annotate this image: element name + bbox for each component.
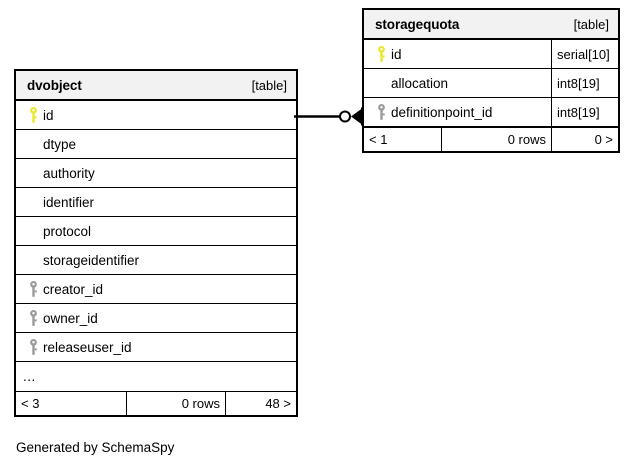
column-type: int8[19] <box>551 98 618 126</box>
table-row[interactable]: protocol <box>16 217 296 246</box>
footer-children-count[interactable]: 0 > <box>551 128 618 151</box>
table-row[interactable]: identifier <box>16 188 296 217</box>
column-label: definitionpoint_id <box>391 104 493 120</box>
diagram-caption: Generated by SchemaSpy <box>16 440 175 455</box>
column-label: owner_id <box>43 310 98 326</box>
key-icon-foreign <box>24 310 43 326</box>
column-label: creator_id <box>43 281 104 297</box>
table-row[interactable]: id serial[10] <box>364 40 618 69</box>
column-type: int8[19] <box>551 69 618 97</box>
column-name-cell: dtype <box>16 130 296 158</box>
table-title: storagequota <box>375 16 460 32</box>
column-label: allocation <box>391 75 449 91</box>
footer-row-count: 0 rows <box>441 128 551 151</box>
table-type-tag: [table] <box>251 77 287 93</box>
column-name-cell: id <box>16 101 296 129</box>
column-label: id <box>43 107 54 123</box>
table-row[interactable]: dtype <box>16 130 296 159</box>
column-label: authority <box>43 165 95 181</box>
column-type: serial[10] <box>551 40 618 68</box>
table-row[interactable]: owner_id <box>16 304 296 333</box>
table-type-tag: [table] <box>573 16 609 32</box>
table-header-dvobject[interactable]: dvobject [table] <box>16 71 296 101</box>
key-icon-foreign <box>24 281 43 297</box>
table-footer-dvobject: < 3 0 rows 48 > <box>16 391 296 415</box>
column-name-cell: releaseuser_id <box>16 333 296 361</box>
table-title: dvobject <box>27 77 82 93</box>
table-row-more-columns[interactable]: ... <box>16 362 296 391</box>
column-label: dtype <box>43 136 77 152</box>
column-name-cell: protocol <box>16 217 296 245</box>
column-name-cell: identifier <box>16 188 296 216</box>
table-row[interactable]: authority <box>16 159 296 188</box>
key-icon-primary <box>372 46 391 62</box>
table-row[interactable]: releaseuser_id <box>16 333 296 362</box>
er-table-storagequota[interactable]: storagequota [table] id serial[10] alloc… <box>362 8 620 153</box>
column-name-cell: creator_id <box>16 275 296 303</box>
table-row[interactable]: definitionpoint_id int8[19] <box>364 98 618 127</box>
table-header-storagequota[interactable]: storagequota [table] <box>364 10 618 40</box>
footer-parents-count[interactable]: < 1 <box>369 132 388 147</box>
er-table-dvobject[interactable]: dvobject [table] id dtype authority <box>14 69 298 417</box>
footer-children-count[interactable]: 48 > <box>225 392 296 415</box>
column-name-cell: owner_id <box>16 304 296 332</box>
column-label: releaseuser_id <box>43 339 132 355</box>
key-icon-primary <box>24 107 43 123</box>
column-name-cell: ... <box>16 362 296 391</box>
column-name-cell: definitionpoint_id <box>364 98 551 126</box>
column-label: storageidentifier <box>43 252 140 268</box>
column-name-cell: allocation <box>364 69 551 97</box>
more-columns-label: ... <box>23 369 36 384</box>
column-label: id <box>391 46 402 62</box>
column-label: protocol <box>43 223 92 239</box>
table-footer-storagequota: < 1 0 rows 0 > <box>364 127 618 151</box>
footer-parents-count[interactable]: < 3 <box>21 396 40 411</box>
column-name-cell: id <box>364 40 551 68</box>
footer-row-count: 0 rows <box>126 392 225 415</box>
relationship-connector-dvobject-storagequota[interactable] <box>294 104 368 130</box>
column-name-cell: authority <box>16 159 296 187</box>
table-row[interactable]: storageidentifier <box>16 246 296 275</box>
column-label: identifier <box>43 194 95 210</box>
table-row[interactable]: id <box>16 101 296 130</box>
column-name-cell: storageidentifier <box>16 246 296 274</box>
key-icon-foreign <box>372 104 391 120</box>
key-icon-foreign <box>24 339 43 355</box>
table-row[interactable]: allocation int8[19] <box>364 69 618 98</box>
table-row[interactable]: creator_id <box>16 275 296 304</box>
